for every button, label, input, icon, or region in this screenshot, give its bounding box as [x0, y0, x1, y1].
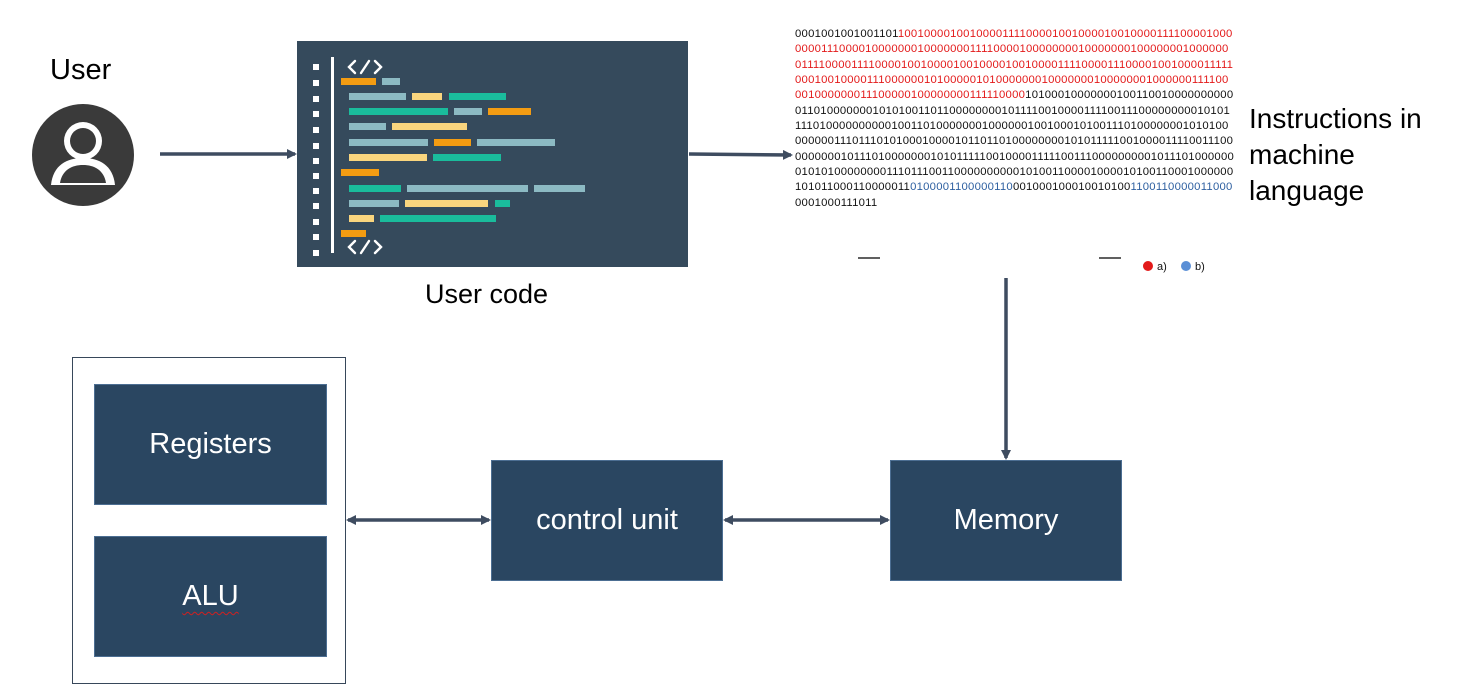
- memory-block: Memory: [890, 460, 1122, 581]
- machine-code-text: 0001001001001101100100001001000011110000…: [795, 27, 1235, 211]
- binary-segment-blue-1: 0100001100000110: [910, 181, 1013, 194]
- registers-block: Registers: [94, 384, 327, 505]
- control-unit-block: control unit: [491, 460, 723, 581]
- registers-label: Registers: [149, 428, 272, 460]
- alu-block: ALU: [94, 536, 327, 657]
- control-unit-label: control unit: [536, 504, 678, 536]
- binary-segment-1: 0001001001001101: [795, 28, 898, 40]
- red-dot-icon: [1143, 261, 1153, 271]
- legend-b-label: b): [1195, 261, 1205, 273]
- legend-a: a): [1143, 261, 1167, 273]
- legend-a-label: a): [1157, 261, 1167, 273]
- binary-segment-3: 1010001000000010011001000000000001101000…: [795, 89, 1235, 194]
- blue-dot-icon: [1181, 261, 1191, 271]
- binary-segment-blue-2: 1100110000011000: [1130, 181, 1233, 194]
- alu-label: ALU: [182, 580, 239, 612]
- code-panel: [297, 41, 688, 267]
- legend-b: b): [1181, 261, 1205, 273]
- user-code-label: User code: [425, 279, 549, 309]
- user-label: User: [50, 54, 112, 86]
- binary-segment-5: 001000100010010100: [1012, 181, 1131, 194]
- code-brackets-icon: [313, 57, 585, 256]
- memory-label: Memory: [953, 504, 1059, 536]
- instructions-label: Instructions in machine language: [1249, 103, 1422, 206]
- binary-segment-7: 0001000111011: [795, 196, 878, 209]
- user-avatar-icon: [32, 104, 134, 206]
- binary-segment-red: 1001000010010000111100001001000010010000…: [795, 28, 1234, 102]
- arrow-code-to-binary: [688, 149, 793, 160]
